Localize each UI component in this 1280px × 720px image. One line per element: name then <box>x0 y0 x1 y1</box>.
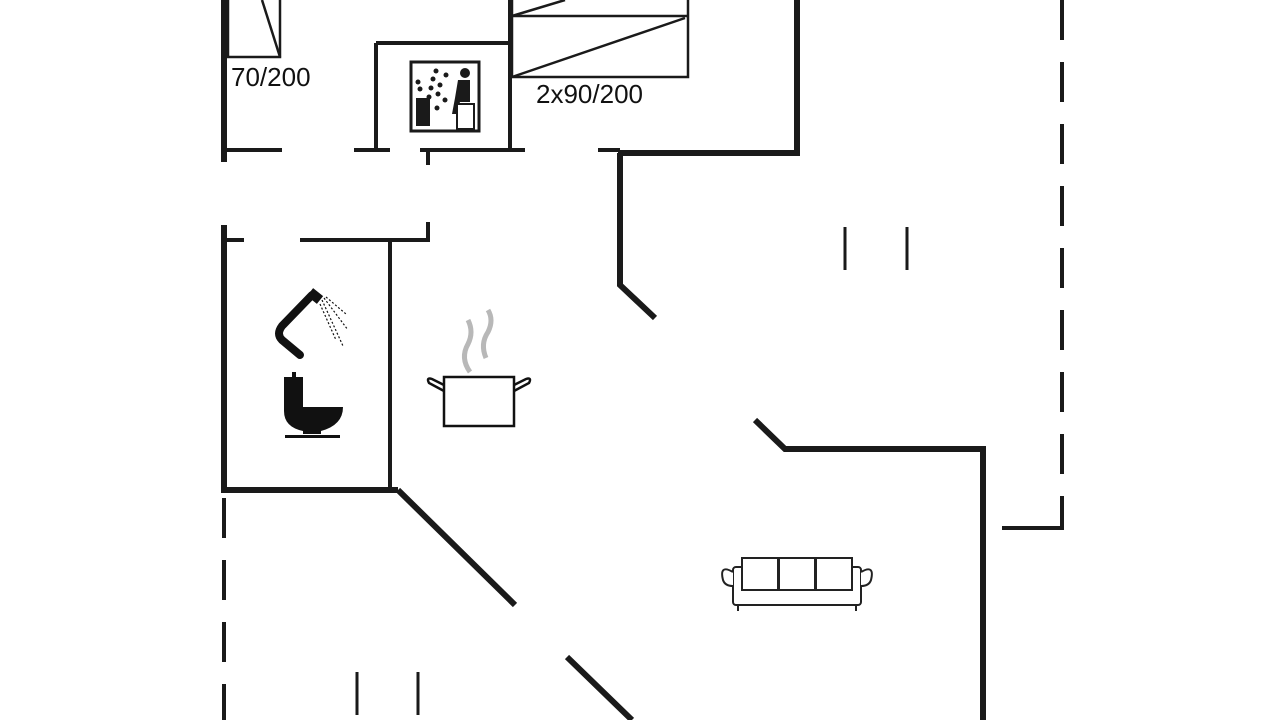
shower-icon <box>275 288 349 359</box>
walls <box>221 0 1064 720</box>
bed-left <box>226 0 282 59</box>
bed-right <box>510 0 690 79</box>
bed-size-label-left: 70/200 <box>231 62 311 92</box>
sauna-icon <box>409 60 481 133</box>
sofa-icon <box>721 557 873 611</box>
cooking-pot-icon <box>426 308 532 428</box>
toilet-icon <box>284 372 343 438</box>
bed-size-label-right: 2x90/200 <box>536 79 643 109</box>
